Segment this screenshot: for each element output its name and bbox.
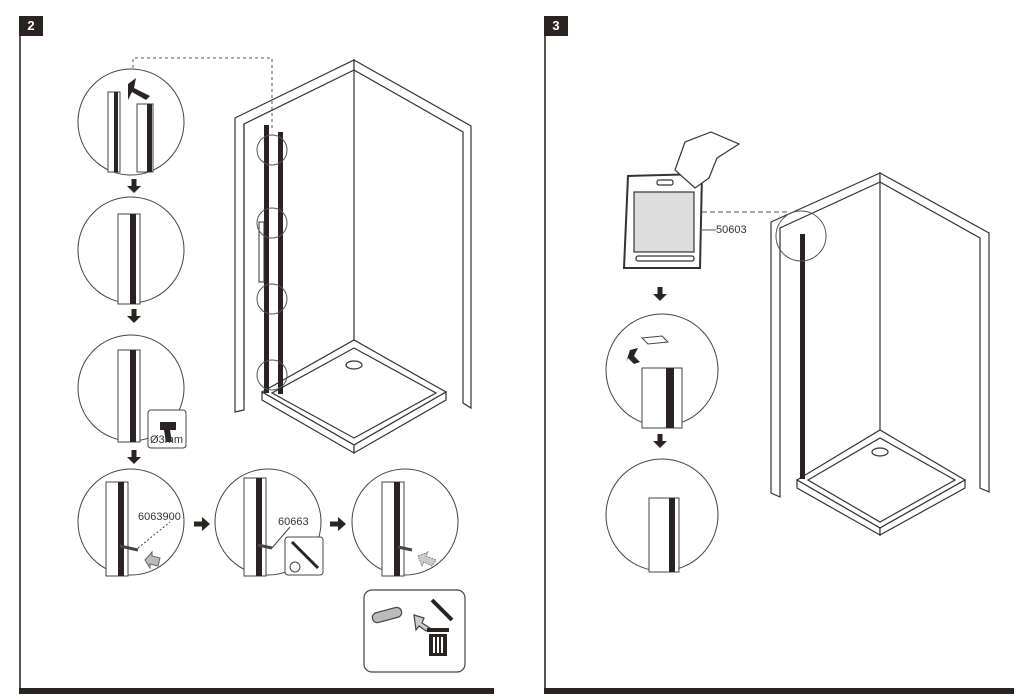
part-label-50603: 50603 [716, 224, 747, 236]
step-2-leader-line [132, 57, 273, 130]
step-3-detail-1 [605, 313, 719, 429]
step-2-discard-box [363, 589, 466, 673]
step-3-detail-marker [775, 210, 827, 262]
step-2-detail-markers [256, 134, 288, 391]
step-2-detail-3 [77, 334, 187, 449]
step-2-left-rule [19, 36, 21, 692]
step-2-detail-1 [77, 68, 185, 176]
step-2-detail-2 [77, 196, 185, 305]
screwdriver-icon [290, 540, 320, 570]
step-2-badge: 2 [19, 16, 43, 36]
step-2-detail-4 [77, 468, 185, 577]
step-3-badge: 3 [544, 16, 568, 36]
protective-film-icon [622, 172, 704, 269]
part-label-60663: 60663 [278, 516, 309, 528]
hand-icon [674, 131, 741, 189]
step-2-detail-6 [351, 468, 459, 577]
step-2-bottom-rule [19, 688, 494, 694]
step-3-shower-enclosure [770, 171, 990, 537]
drill-size-label: Ø3mm [150, 434, 183, 446]
step-3-left-rule [544, 36, 546, 692]
step-2-shower-enclosure [234, 58, 472, 455]
step-3-bottom-rule [544, 688, 1014, 694]
step-3-detail-2 [605, 458, 719, 573]
step-2-wall-profiles [258, 125, 283, 394]
trash-icon [427, 628, 449, 656]
part-label-6063900: 6063900 [138, 511, 181, 523]
step-3-wall-profile [800, 234, 805, 479]
drill-icon [160, 422, 176, 442]
step-2-detail-5 [214, 468, 324, 577]
